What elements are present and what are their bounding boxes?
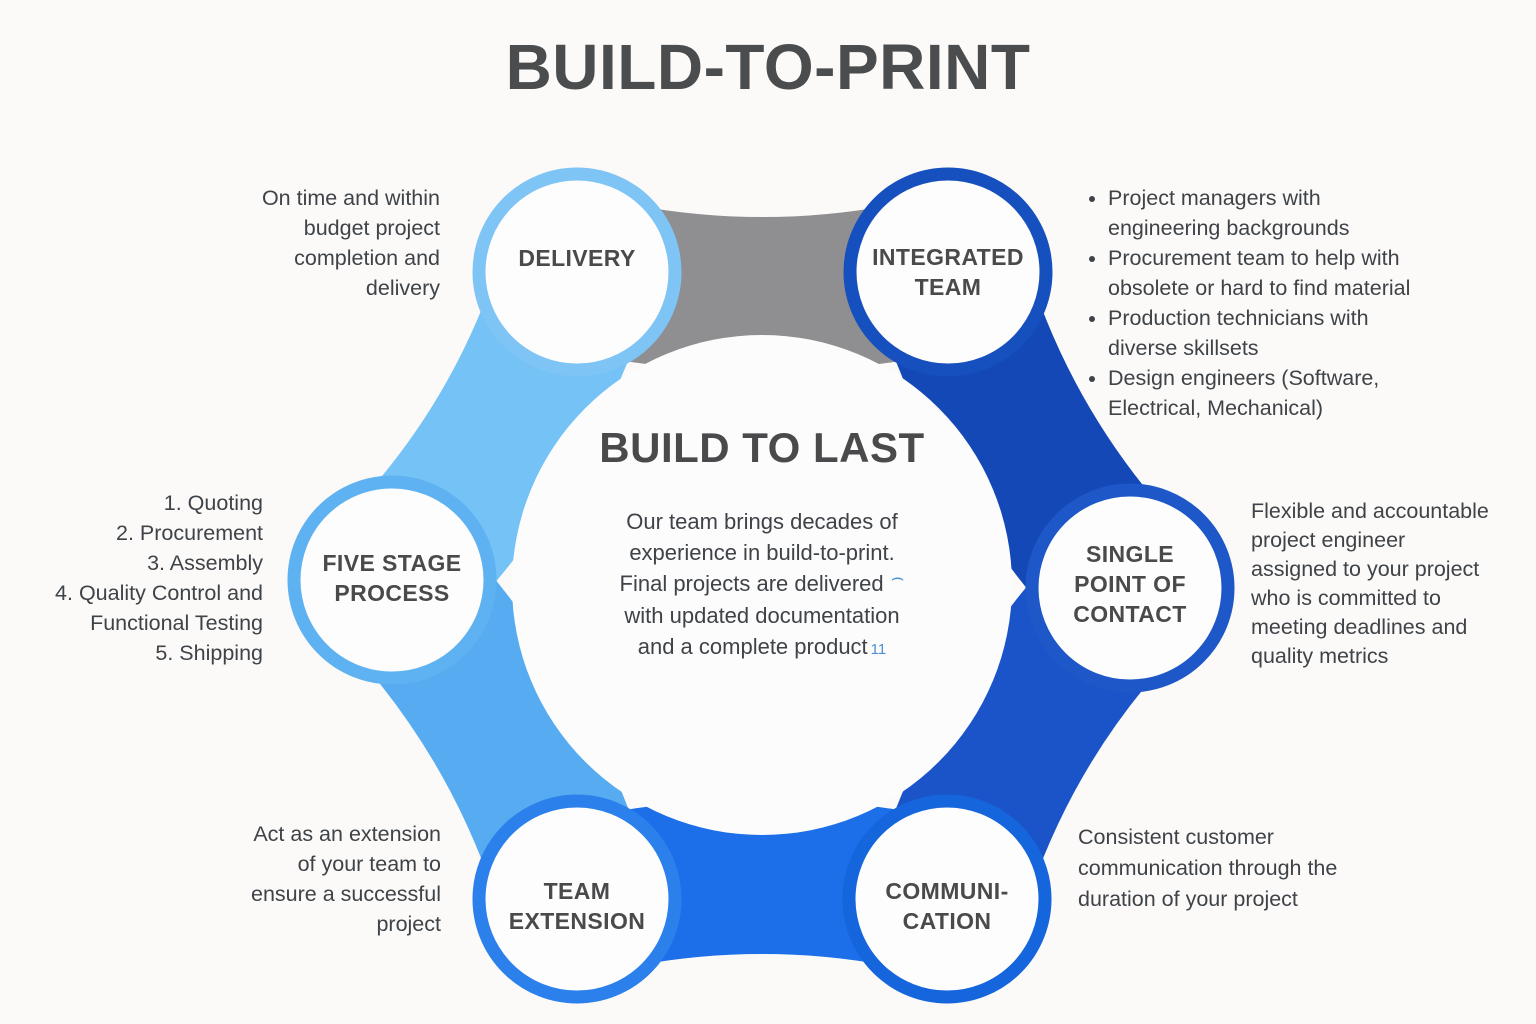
hub-paragraph-line: experience in build-to-print. [629,540,895,565]
node-circle-five-stage-process [287,475,497,685]
hub-paragraph-line: with updated documentation [624,603,900,628]
hub-paragraph-line-text: Final projects are delivered [619,571,884,596]
hub-heading: BUILD TO LAST [599,424,925,471]
bullet-item: Procurement team to help with obsolete o… [1108,243,1468,303]
note-integrated-team-bullets: Project managers with engineering backgr… [1082,183,1468,423]
hub-paragraph-line: Final projects are delivered ⌢ [562,566,962,600]
node-label-single-point-of-contact: SINGLE POINT OF CONTACT [1073,541,1187,627]
node-label-five-stage-process: FIVE STAGE PROCESS [322,550,462,606]
footnote-marker: 11 [870,641,887,658]
node-label-delivery: DELIVERY [518,245,636,271]
node-label-team-extension: TEAM EXTENSION [508,878,646,934]
note-single-point-of-contact: Flexible and accountable project enginee… [1251,499,1489,668]
note-five-stage-steps: 1. Quoting 2. Procurement 3. Assembly 4. Qu… [3,488,263,668]
bullet-item: Design engineers (Software, Electrical, … [1108,363,1468,423]
node-circle-delivery [472,167,682,377]
node-circle-communication [842,794,1052,1004]
hub-paragraph-line-text: and a complete product [637,634,868,659]
note-communication: Consistent customer communication throug… [1078,825,1338,911]
node-circle-integrated-team [843,167,1053,377]
node-circle-team-extension [472,794,682,1004]
caret-annotation: ⌢ [890,566,905,589]
bullet-item: Project managers with engineering backgr… [1108,183,1468,243]
step-item: 5. Shipping [155,641,263,665]
step-item: 2. Procurement [116,521,263,545]
step-item: 3. Assembly [147,551,263,575]
hub-paragraph: Our team brings decades of experience in… [562,506,962,665]
bullet-item: Production technicians with diverse skil… [1108,303,1468,363]
hub-text-block: BUILD TO LAST Our team brings decades of… [562,424,962,665]
page-title: BUILD-TO-PRINT [505,31,1031,103]
node-circle-single-point-of-contact [1025,483,1235,693]
hub-paragraph-line: Our team brings decades of [626,509,898,534]
step-item: 4. Quality Control and Functional Testin… [55,581,263,635]
hub-circle [512,335,1012,835]
node-label-communication: COMMUNI- CATION [885,878,1009,934]
node-label-integrated-team: INTEGRATED TEAM [872,244,1024,300]
note-team-extension: Act as an extension of your team to ensu… [250,822,441,936]
step-item: 1. Quoting [163,491,263,515]
note-delivery: On time and within budget project comple… [261,186,440,300]
